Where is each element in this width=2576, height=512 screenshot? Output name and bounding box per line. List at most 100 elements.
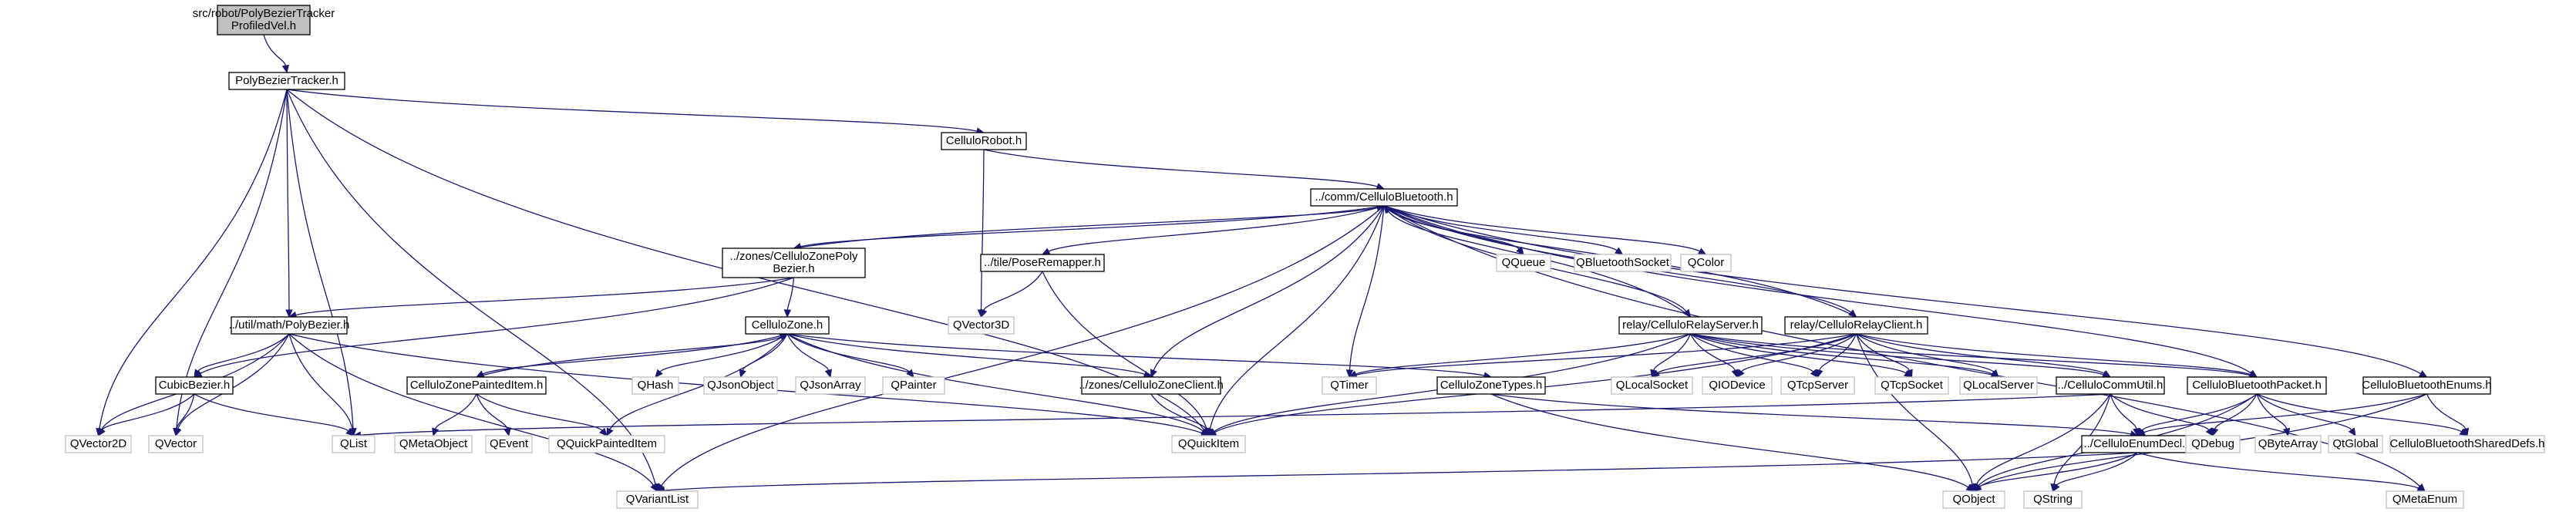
node-box [1618,316,1763,335]
node-qvarlist: QVariantList [616,490,699,509]
edge-ccu-to-qdebug [2110,393,2214,437]
node-box [155,376,234,395]
node-cbe[interactable]: CelluloBluetoothEnums.h [2362,376,2492,395]
edge-rrc-to-qlocsrv [1856,333,1999,378]
edge-pbt-to-qlist [286,89,357,437]
node-ced[interactable]: ../CelluloEnumDecl.h [2081,435,2194,453]
edge-cz-to-qhash [655,333,788,378]
edge-cbt-to-czc [1150,205,1385,379]
node-box [332,435,375,453]
node-prm[interactable]: ../tile/PoseRemapper.h [980,254,1105,272]
node-pbt[interactable]: PolyBezierTracker.h [228,72,345,90]
node-box [795,376,866,395]
node-rrc[interactable]: relay/CelluloRelayClient.h [1784,316,1928,335]
edge-line [1349,205,1385,371]
node-label: QList [340,437,368,450]
node-czpi[interactable]: CelluloZonePaintedItem.h [406,376,547,395]
arrowhead-icon [194,369,202,379]
edge-line [101,393,195,430]
arrowhead-icon [599,427,608,436]
node-czt[interactable]: CelluloZoneTypes.h [1436,376,1546,395]
edge-line [1653,333,1692,371]
node-label: QVector2D [70,437,127,450]
node-box [941,132,1027,150]
node-box [394,435,473,453]
node-czc[interactable]: ../zones/CelluloZoneClient.h [1079,376,1224,395]
edge-cz-to-czt [786,333,1493,379]
node-qobject: QObject [1942,490,2005,509]
node-label: ../CelluloCommUtil.h [2058,379,2164,392]
node-label: QHash [638,379,674,392]
node-cbt[interactable]: ../comm/CelluloBluetooth.h [1310,188,1458,207]
edge-line [1389,210,1857,318]
node-label: QtGlobal [2332,437,2378,450]
arrowhead-icon [1150,369,1157,379]
node-qqpi: QQuickPaintedItem [548,435,665,453]
edge-rrc-to-qiodev [1736,333,1857,378]
edge-cz-to-qqpi [606,333,788,437]
node-box [2185,435,2241,453]
node-label: CelluloZoneTypes.h [1440,379,1543,392]
node-box [631,376,679,395]
edge-line [1355,333,1857,376]
node-crobot[interactable]: CelluloRobot.h [941,132,1027,150]
arrowhead-icon [650,483,658,493]
node-qquickitem: QQuickItem [1171,435,1246,453]
node-label: QLocalServer [1963,379,2034,392]
node-label: src/robot/PolyBezierTracker [193,7,335,20]
edge-line [288,333,655,486]
edge-ced-to-qvarlist [656,452,2138,494]
node-cubic[interactable]: CubicBezier.h [155,376,234,395]
node-qevent: QEvent [485,435,533,453]
node-label: QTcpServer [1787,379,1848,392]
node-label: QVector3D [953,318,1010,332]
node-pb[interactable]: ../util/math/PolyBezier.h [229,316,350,335]
arrowhead-icon [2461,427,2470,437]
edge-line [197,333,290,372]
node-label: ../comm/CelluloBluetooth.h [1315,190,1453,204]
arrowhead-icon [2102,370,2112,378]
edge-line [286,89,290,311]
edge-line [983,149,1378,187]
node-cz[interactable]: CelluloZone.h [745,316,830,335]
node-cbp[interactable]: CelluloBluetoothPacket.h [2187,376,2327,395]
edge-line [2214,393,2258,429]
edge-line [1042,271,1207,429]
node-qtcpsock: QTcpSocket [1874,376,1949,395]
arrowhead-icon [1041,248,1051,255]
node-qmetaobj: QMetaObject [394,435,473,453]
node-qjsonobj: QJsonObject [703,376,778,395]
edge-line [1490,393,1969,488]
edge-line [1153,205,1385,371]
node-box [1784,316,1928,335]
edge-line [286,89,354,429]
arrowhead-icon [173,427,180,437]
node-qvec2d: QVector2D [65,435,132,453]
edge-line [1490,393,2131,435]
edge-line [1388,211,1691,318]
node-label: ../util/math/PolyBezier.h [229,318,350,332]
node-label: QLocalSocket [1616,379,1689,392]
edge-line [786,333,1145,376]
node-label: CubicBezier.h [159,379,231,392]
edge-czpb-to-cz [783,277,795,318]
node-label: PolyBezierTracker.h [235,74,338,87]
node-label: relay/CelluloRelayClient.h [1790,318,1923,332]
node-box [980,254,1105,272]
edge-line [1690,333,2104,376]
edge-rrc-to-cbt [1383,205,1857,318]
node-label: QMetaObject [399,437,468,450]
edge-cubic-to-qvec2d [97,393,195,437]
edge-line [786,333,1204,432]
edge-ced-to-qobject [1973,452,2138,492]
edge-line [200,277,794,375]
node-label: QJsonObject [707,379,775,392]
node-box [2056,376,2165,395]
node-ccu[interactable]: ../CelluloCommUtil.h [2056,376,2165,395]
edge-root-to-pbt [263,34,290,74]
node-label: QQuickPaintedItem [557,437,657,450]
node-rrs[interactable]: relay/CelluloRelayServer.h [1618,316,1763,335]
